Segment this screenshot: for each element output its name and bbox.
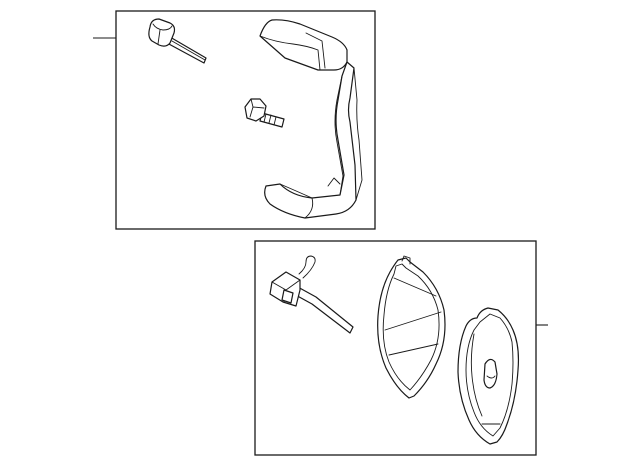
upper-group-frame	[115, 10, 376, 230]
inner-brake-pad	[377, 255, 446, 399]
caliper-bracket	[259, 19, 363, 219]
caliper-bolt	[148, 18, 207, 64]
upper-parts-group	[93, 10, 376, 230]
lower-group-frame	[254, 240, 537, 456]
lower-parts-group	[254, 240, 548, 456]
outer-brake-pad	[457, 307, 520, 445]
bracket-bolt	[244, 98, 285, 128]
wear-sensor	[269, 255, 354, 334]
